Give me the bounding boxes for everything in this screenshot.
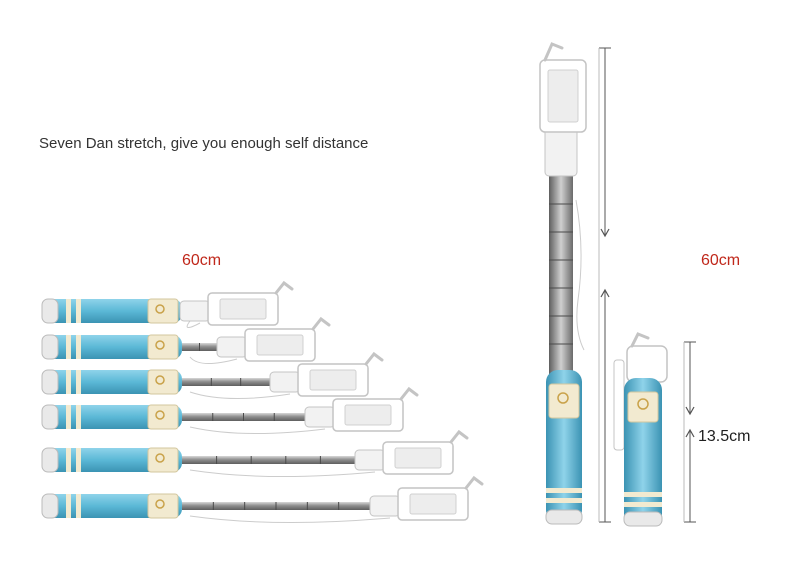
- handle-band: [624, 492, 662, 497]
- tall-arrow-down-head: [600, 228, 610, 238]
- grip-badge: [548, 383, 580, 419]
- clamp-pad: [409, 493, 457, 515]
- badge-logo: [155, 410, 165, 420]
- clamp-hook: [543, 42, 564, 62]
- audio-cable-outline: [186, 320, 201, 328]
- stick-stage-1: [41, 280, 294, 329]
- badge-logo: [155, 499, 165, 509]
- headline-text: Seven Dan stretch, give you enough self …: [39, 135, 369, 152]
- audio-cable-outline: [189, 391, 291, 400]
- badge-logo: [637, 398, 649, 410]
- clamp-joint: [269, 371, 301, 393]
- handle-band: [76, 370, 81, 394]
- handle-band: [66, 299, 71, 323]
- clamp-hook: [630, 332, 650, 348]
- handle-band: [76, 448, 81, 472]
- handle-band: [76, 335, 81, 359]
- tall-arrow-up-head: [600, 288, 610, 298]
- clamp-arm: [613, 359, 625, 451]
- audio-cable-outline: [189, 515, 391, 524]
- end-cap: [41, 404, 59, 430]
- handle-band: [76, 299, 81, 323]
- left-stick-group: [41, 280, 484, 525]
- audio-cable-outline: [189, 356, 238, 364]
- badge-logo: [155, 375, 165, 385]
- clamp-hook: [364, 351, 384, 366]
- stick-stage-4: [41, 386, 419, 436]
- handle-band: [76, 494, 81, 518]
- length-arrows: [598, 47, 696, 523]
- handle-band: [546, 498, 582, 503]
- audio-cable: [189, 390, 291, 401]
- metal-pole: [182, 456, 355, 464]
- end-cap: [545, 509, 583, 525]
- audio-cable-outline: [189, 426, 326, 435]
- handle-band: [66, 370, 71, 394]
- clamp-hook: [464, 475, 484, 490]
- handle-band: [66, 494, 71, 518]
- stick-stage-3: [41, 351, 384, 401]
- end-cap: [41, 298, 59, 324]
- clamp-joint: [544, 127, 578, 177]
- short-arrow-down-head: [685, 406, 695, 416]
- end-cap: [41, 369, 59, 395]
- badge-logo: [557, 392, 569, 404]
- handle-band: [66, 335, 71, 359]
- left-length-label: 60cm: [182, 252, 222, 269]
- handle-band: [624, 502, 662, 507]
- clamp-pad: [256, 334, 304, 356]
- handle-band: [76, 405, 81, 429]
- stick-stage-2: [41, 316, 331, 365]
- metal-pole-vertical: [549, 176, 573, 376]
- clamp-pad: [309, 369, 357, 391]
- clamp-joint: [304, 406, 336, 428]
- right-length-label: 60cm: [701, 252, 741, 269]
- badge-logo: [155, 340, 165, 350]
- handle-band: [546, 488, 582, 493]
- end-cap: [41, 493, 59, 519]
- clamp-hook: [274, 280, 294, 295]
- clamp-pad: [394, 447, 442, 469]
- clamp-hook: [399, 386, 419, 401]
- clamp-joint: [179, 300, 211, 322]
- clamp-pad: [219, 298, 267, 320]
- badge-logo: [155, 453, 165, 463]
- handle-band: [66, 405, 71, 429]
- collapsed-stick: [613, 332, 668, 527]
- stick-stage-6: [41, 475, 484, 525]
- end-cap: [623, 511, 663, 527]
- clamp-joint: [216, 336, 248, 358]
- short-arrow-up-head: [685, 428, 695, 438]
- clamp-joint: [354, 449, 386, 471]
- clamp-pad: [547, 69, 579, 123]
- clamp-pad: [344, 404, 392, 426]
- end-cap: [41, 334, 59, 360]
- stick-stage-5: [41, 429, 469, 479]
- metal-pole: [182, 378, 270, 386]
- phone-clamp: [626, 345, 668, 383]
- handle-band: [66, 448, 71, 472]
- clamp-hook: [311, 316, 331, 331]
- extended-stick: [539, 42, 587, 525]
- clamp-joint: [369, 495, 401, 517]
- end-cap: [41, 447, 59, 473]
- audio-cable-outline: [575, 199, 585, 351]
- badge-logo: [155, 304, 165, 314]
- clamp-hook: [449, 429, 469, 444]
- grip-badge: [627, 391, 659, 423]
- audio-cable-outline: [189, 469, 376, 478]
- collapsed-length-label: 13.5cm: [698, 428, 751, 445]
